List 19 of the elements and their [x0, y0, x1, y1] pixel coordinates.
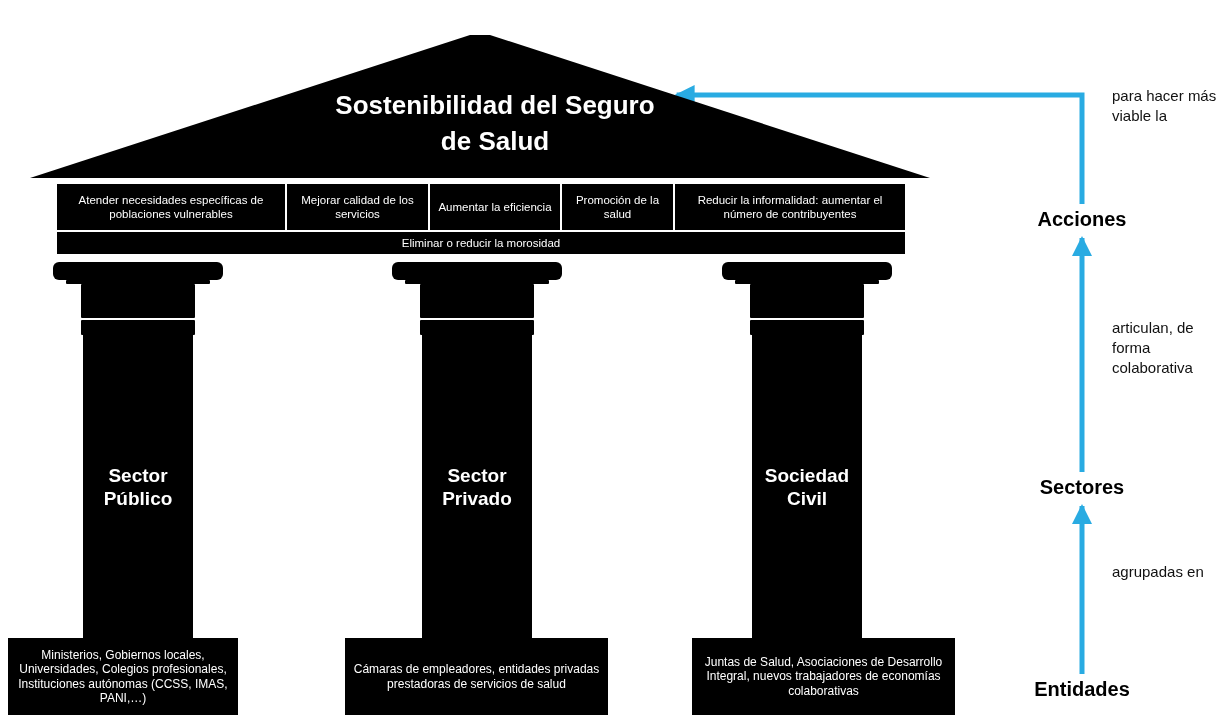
action-box: Promoción de la salud [562, 184, 673, 230]
level-label: Sectores [1022, 476, 1142, 502]
action-box: Mejorar calidad de los servicios [287, 184, 428, 230]
arrow [1072, 504, 1092, 674]
action-box: Aumentar la eficiencia [430, 184, 560, 230]
column-shaft: Sector Privado [422, 335, 532, 638]
entities-box: Ministerios, Gobiernos locales, Universidades, Colegios profesionales, Instituciones autónomas (CCSS, IMAS, PANI,…) [8, 638, 238, 715]
action-box: Atender necesidades específicas de poblaciones vulnerables [57, 184, 285, 230]
level-label: Acciones [1022, 208, 1142, 234]
column-shaft: Sociedad Civil [752, 335, 862, 638]
arrow [1072, 236, 1092, 472]
action-box: Reducir la informalidad: aumentar el número de contribuyentes [675, 184, 905, 230]
column-shaft: Sector Público [83, 335, 193, 638]
roof-title: Sostenibilidad del Seguro de Salud [334, 89, 656, 158]
arrow [674, 85, 1085, 204]
entities-box: Juntas de Salud, Asociaciones de Desarrollo Integral, nuevos trabajadores de economías colaborativas [692, 638, 955, 715]
entities-box: Cámaras de empleadores, entidades privadas prestadoras de servicios de salud [345, 638, 608, 715]
level-label: Entidades [1022, 678, 1142, 704]
action-box: Eliminar o reducir la morosidad [57, 232, 905, 254]
